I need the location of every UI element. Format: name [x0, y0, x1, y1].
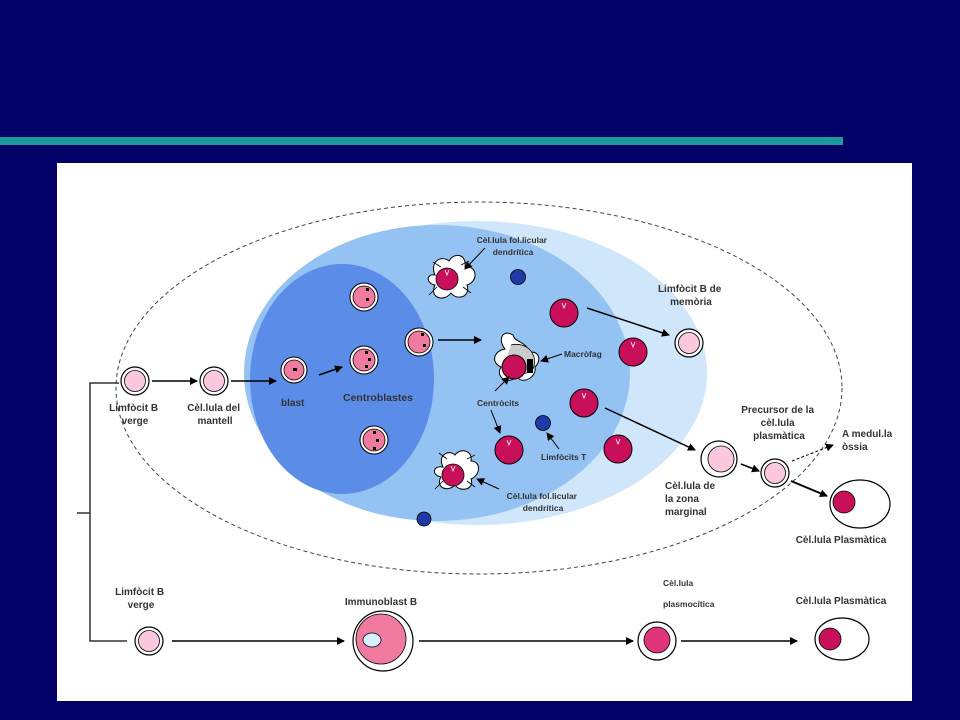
label-fdc-bottom: Cèl.lula fol.licular dendrítica — [507, 491, 580, 513]
immunoblast-b — [352, 610, 414, 672]
label-macrophage: Macròfag — [564, 349, 602, 359]
centroblast-4 — [359, 425, 389, 455]
accent-bar — [0, 137, 843, 145]
arrow-blast-to-centroblasts — [318, 365, 343, 376]
memory-b-cell — [674, 328, 704, 358]
macrophage — [494, 332, 540, 381]
naive-b-cell-1 — [120, 366, 150, 396]
label-plasma-precursor: Precursor de la cèl.lula plasmàtica — [741, 405, 817, 442]
plasmacytoid-cell — [637, 621, 677, 661]
plasma-cell-2 — [814, 617, 870, 661]
label-immunoblast: Immunoblast B — [345, 597, 417, 608]
b-cell-diagram: Limfòcit B verge Cèl.lula del mantell bl… — [77, 201, 895, 672]
plasma-cell-precursor — [760, 458, 790, 488]
label-fdc-top: Cèl.lula fol.licular dendrítica — [477, 235, 550, 257]
mantle-zone-boundary — [115, 201, 843, 575]
t-cell-bottom — [416, 511, 432, 527]
label-plasma-cell-1: Cèl.lula Plasmàtica — [796, 535, 887, 546]
label-centroblasts: Centroblastes — [343, 392, 413, 404]
diagram-panel: Limfòcit B verge Cèl.lula del mantell bl… — [57, 163, 912, 701]
arrow-t-cells — [546, 432, 560, 450]
label-centrocytes: Centròcits — [477, 398, 519, 408]
label-naive-b-2: Limfòcit B verge — [115, 587, 167, 611]
centrocyte-2 — [618, 337, 648, 367]
centroblast-3 — [404, 327, 434, 357]
label-plasma-cell-2: Cèl.lula Plasmàtica — [796, 596, 887, 607]
arrow-to-memory-b — [586, 307, 670, 337]
branch-connector — [77, 382, 127, 642]
label-blast: blast — [281, 398, 305, 409]
label-plasmacytoid: Cèl.lula plasmocítica — [663, 578, 715, 609]
blast-cell — [280, 356, 308, 384]
label-marginal-zone: Cèl.lula de la zona marginal — [665, 481, 718, 518]
label-t-lymphocytes: Limfòcits T — [541, 452, 587, 462]
arrow-to-marginal-zone — [604, 407, 696, 451]
label-mantle-cell: Cèl.lula del mantell — [187, 403, 243, 427]
arrow-marginal-to-precursor — [740, 463, 760, 473]
naive-b-cell-2 — [134, 626, 164, 656]
arrow-fdc-top — [464, 247, 486, 270]
label-memory-b: Limfòcit B de memòria — [658, 284, 724, 308]
dark-zone — [250, 264, 434, 494]
follicular-dendritic-cell-top — [427, 254, 476, 299]
t-cell-top — [510, 269, 526, 285]
follicular-dendritic-cell-bottom — [434, 450, 479, 490]
arrow-precursor-to-plasma — [790, 480, 828, 497]
centrocyte-1 — [549, 298, 579, 328]
centrocyte-3 — [569, 388, 599, 418]
arrow-centrocytes-down — [490, 409, 502, 434]
centroblast-2 — [349, 345, 379, 375]
mantle-cell — [199, 366, 229, 396]
centroblast-1 — [349, 282, 379, 312]
centrocyte-4 — [494, 435, 524, 465]
plasma-cell-1 — [829, 479, 891, 529]
arrow-to-bone-marrow — [791, 443, 834, 462]
arrow-centrocytes-up — [494, 376, 510, 392]
label-naive-b-1: Limfòcit B verge — [109, 403, 161, 427]
arrow-fdc-bottom — [476, 478, 500, 490]
arrow-macrophage — [540, 353, 563, 363]
marginal-zone-cell — [700, 440, 738, 478]
centrocyte-5 — [603, 434, 633, 464]
label-bone-marrow: A medul.la òssia — [842, 429, 895, 453]
t-cell-middle — [535, 415, 551, 431]
